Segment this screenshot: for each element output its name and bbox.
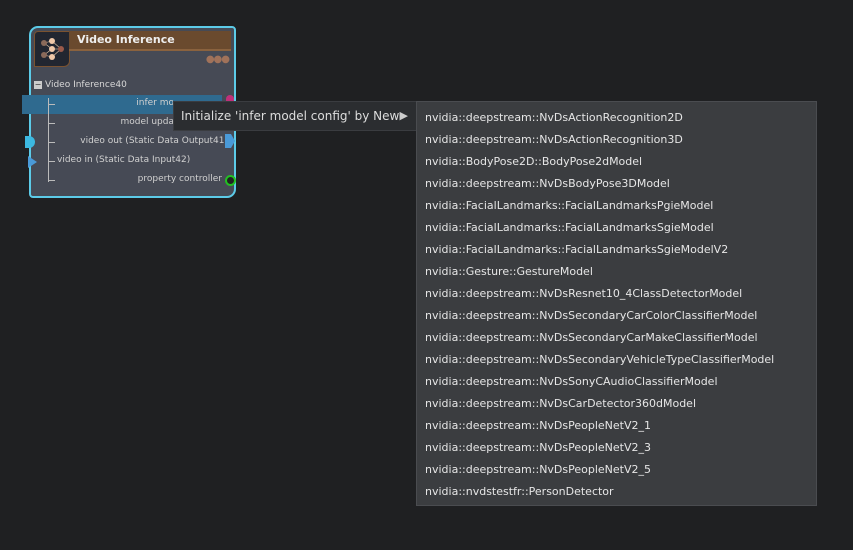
more-options-icon[interactable]: ●●● (205, 54, 230, 65)
menu-item-label: Initialize 'infer model config' by New (181, 109, 400, 123)
submenu-item[interactable]: nvidia::FacialLandmarks::FacialLandmarks… (425, 243, 729, 256)
submenu-item[interactable]: nvidia::deepstream::NvDsResnet10_4ClassD… (425, 287, 743, 300)
context-menu-item-initialize[interactable]: Initialize 'infer model config' by New ▶ (173, 101, 417, 131)
model-submenu: nvidia::deepstream::NvDsActionRecognitio… (416, 101, 817, 506)
tree-branch (48, 104, 55, 105)
selected-row-highlight (22, 95, 222, 114)
video-out-port[interactable] (225, 134, 235, 148)
tree-branch (48, 123, 55, 124)
submenu-arrow-icon: ▶ (399, 109, 408, 122)
group-label: Video Inference40 (45, 80, 127, 90)
submenu-item[interactable]: nvidia::deepstream::NvDsActionRecognitio… (425, 133, 683, 146)
tree-branch (48, 142, 55, 143)
row-video-in[interactable]: video in (Static Data Input42) (57, 155, 191, 165)
row-infer-model[interactable]: infer mo (136, 98, 174, 108)
property-controller-port[interactable] (225, 175, 236, 186)
submenu-item[interactable]: nvidia::FacialLandmarks::FacialLandmarks… (425, 199, 714, 212)
submenu-item[interactable]: nvidia::deepstream::NvDsSecondaryCarMake… (425, 331, 758, 344)
submenu-item[interactable]: nvidia::deepstream::NvDsSecondaryCarColo… (425, 309, 758, 322)
tree-branch (48, 161, 55, 162)
submenu-item[interactable]: nvidia::deepstream::NvDsActionRecognitio… (425, 111, 683, 124)
group-toggle[interactable]: −Video Inference40 (34, 80, 127, 90)
tree-line (48, 98, 49, 182)
row-property-controller[interactable]: property controller (137, 174, 222, 184)
tree-branch (48, 180, 55, 181)
submenu-item[interactable]: nvidia::nvdstestfr::PersonDetector (425, 485, 614, 498)
submenu-item[interactable]: nvidia::deepstream::NvDsCarDetector360dM… (425, 397, 697, 410)
row-video-out[interactable]: video out (Static Data Output41) (80, 136, 228, 146)
submenu-item[interactable]: nvidia::deepstream::NvDsPeopleNetV2_3 (425, 441, 652, 454)
submenu-item[interactable]: nvidia::Gesture::GestureModel (425, 265, 593, 278)
submenu-item[interactable]: nvidia::deepstream::NvDsSonyCAudioClassi… (425, 375, 718, 388)
row-model-update[interactable]: model upda (120, 117, 174, 127)
infer-port[interactable] (226, 95, 234, 101)
node-title: Video Inference (69, 31, 231, 51)
video-in-port[interactable] (28, 156, 37, 168)
neural-network-icon (34, 31, 70, 67)
submenu-item[interactable]: nvidia::deepstream::NvDsPeopleNetV2_5 (425, 463, 652, 476)
submenu-item[interactable]: nvidia::deepstream::NvDsPeopleNetV2_1 (425, 419, 652, 432)
submenu-item[interactable]: nvidia::BodyPose2D::BodyPose2dModel (425, 155, 643, 168)
submenu-item[interactable]: nvidia::deepstream::NvDsBodyPose3DModel (425, 177, 670, 190)
submenu-item[interactable]: nvidia::FacialLandmarks::FacialLandmarks… (425, 221, 714, 234)
video-out-input-port[interactable] (25, 136, 35, 148)
collapse-icon[interactable]: − (34, 79, 42, 89)
submenu-item[interactable]: nvidia::deepstream::NvDsSecondaryVehicle… (425, 353, 775, 366)
